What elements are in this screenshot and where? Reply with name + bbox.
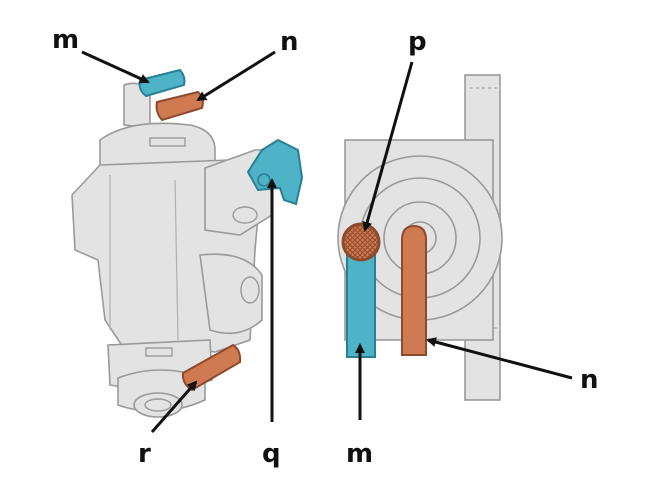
side-blue-fitting xyxy=(246,138,304,206)
arm-boss xyxy=(232,206,258,224)
label-m-top: m xyxy=(52,25,79,55)
right-orange-hose xyxy=(401,224,427,356)
right-blue-hose xyxy=(346,244,376,358)
leader-m-top xyxy=(81,50,150,84)
label-p: p xyxy=(408,27,427,57)
callout-labels: m n p n r q m xyxy=(52,25,599,469)
right-valve-assembly xyxy=(337,74,503,401)
label-m-bottom: m xyxy=(346,439,373,469)
lower-mount xyxy=(199,253,263,335)
body-seam xyxy=(109,175,179,341)
leader-lines xyxy=(81,50,573,433)
label-n-right: n xyxy=(580,365,599,395)
top-orange-hose xyxy=(155,90,204,122)
neck-slot xyxy=(145,347,173,357)
bottom-port-bore xyxy=(144,398,172,412)
label-q: q xyxy=(262,439,281,469)
label-n-top: n xyxy=(280,27,299,57)
mount-hole xyxy=(240,276,260,304)
bottom-orange-hose xyxy=(181,343,242,392)
leader-r xyxy=(150,380,198,433)
filter-p xyxy=(341,222,381,262)
collar-slot xyxy=(149,137,186,147)
top-blue-hose xyxy=(138,68,186,98)
leader-p xyxy=(362,61,414,232)
left-valve-assembly xyxy=(71,68,304,418)
leader-n-top xyxy=(196,50,276,102)
label-r: r xyxy=(138,439,151,469)
leader-n-right xyxy=(426,337,573,380)
